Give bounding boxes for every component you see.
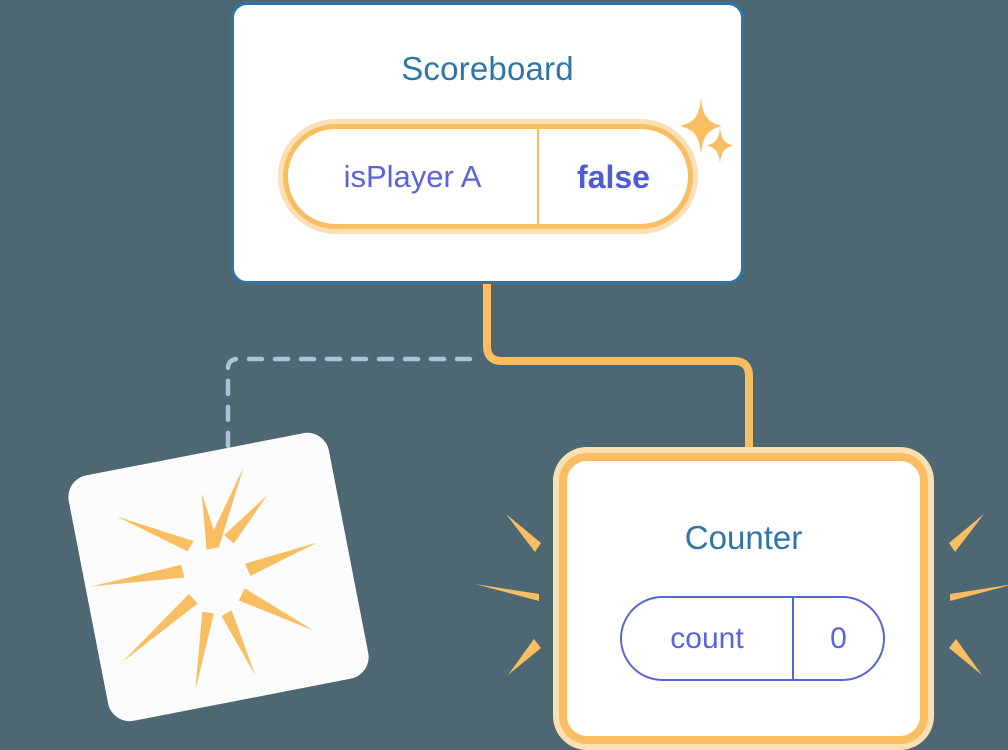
counter-state-value: 0 (830, 621, 847, 655)
counter-state-value-cell: 0 (794, 598, 883, 679)
counter-state-pill[interactable]: count 0 (620, 596, 885, 681)
counter-state-key: count (670, 621, 744, 655)
counter-state-key-cell: count (622, 598, 792, 679)
counter-ray-left (508, 639, 541, 675)
scoreboard-state-value: false (577, 158, 650, 195)
scoreboard-pill-divider (537, 129, 539, 224)
counter-ray-left (475, 584, 539, 601)
burst-ray (244, 542, 318, 576)
burst-ray (122, 593, 198, 662)
burst-ray (238, 588, 315, 631)
solid-connector-to-counter (483, 283, 753, 462)
counter-ray-right (949, 639, 982, 675)
scoreboard-state-key: isPlayer A (343, 159, 482, 194)
scoreboard-card[interactable]: Scoreboard isPlayer A false (231, 2, 744, 284)
counter-ray-right (949, 514, 984, 552)
scoreboard-state-pill[interactable]: isPlayer A false (278, 119, 698, 234)
counter-ray-right (950, 584, 1008, 601)
burst-rays (91, 467, 318, 691)
scoreboard-title: Scoreboard (401, 50, 574, 87)
burst-ray (195, 611, 214, 691)
burst-ray (91, 564, 185, 587)
burst-ray (221, 610, 256, 676)
burst-ray (116, 516, 194, 552)
scoreboard-state-key-cell: isPlayer A (288, 129, 537, 224)
counter-card[interactable]: Counter count 0 (553, 447, 934, 750)
counter-ray-left (506, 514, 541, 552)
counter-pill-divider (792, 598, 794, 679)
burst-card[interactable] (64, 429, 373, 725)
counter-title: Counter (684, 519, 803, 556)
burst-ray (207, 467, 244, 547)
scoreboard-state-value-cell: false (539, 129, 688, 224)
burst-ray (224, 495, 268, 544)
